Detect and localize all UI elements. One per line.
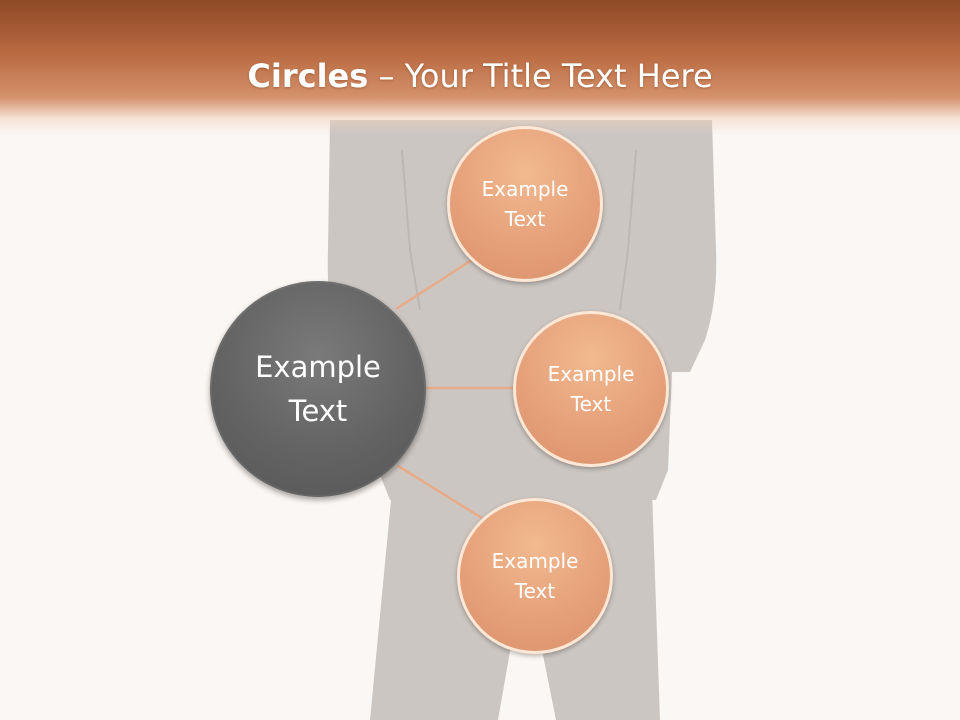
title-band [0, 0, 960, 135]
center-circle: Example Text [210, 281, 426, 497]
satellite-circle-top: Example Text [447, 126, 603, 282]
satellite-circle-label: Example Text [491, 549, 579, 603]
satellite-circle-label: Example Text [481, 177, 569, 231]
center-circle-label: Example Text [255, 350, 381, 428]
slide-title: Circles – Your Title Text Here [0, 52, 960, 100]
satellite-circle-middle: Example Text [513, 311, 669, 467]
title-bold: Circles [247, 57, 369, 95]
connector-line [397, 464, 483, 520]
satellite-circle-bottom: Example Text [457, 498, 613, 654]
title-rest: – Your Title Text Here [368, 57, 713, 95]
connector-line [395, 254, 479, 311]
satellite-circle-label: Example Text [547, 362, 635, 416]
